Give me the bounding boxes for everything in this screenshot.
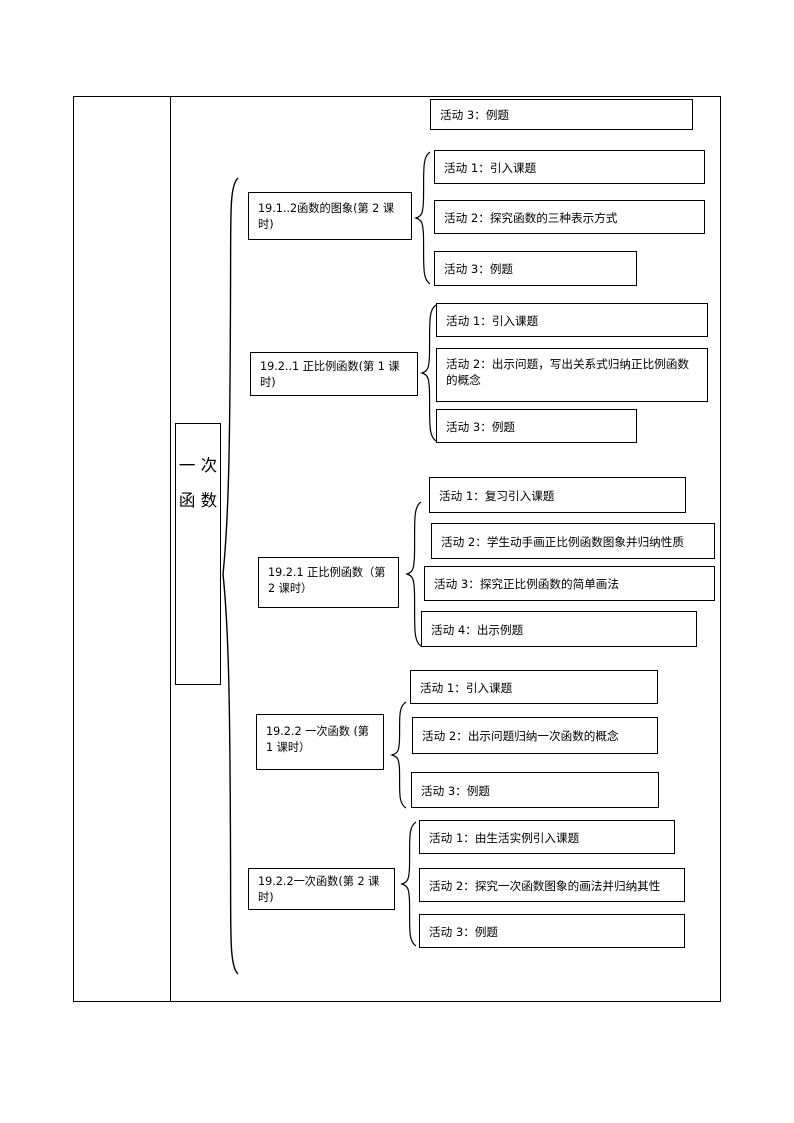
activity-label: 活动 1：引入课题 (444, 160, 537, 175)
main-grouping-brace (219, 176, 241, 976)
section-title-19-2-2-k1: 19.2.2 一次函数 (第 1 课时） (256, 714, 384, 770)
section-title-label: 19.2.1 正比例函数（第 2 课时） (268, 566, 390, 595)
activity-label: 活动 3：例题 (444, 262, 514, 276)
activity-box: 活动 1：引入课题 (410, 670, 658, 704)
activity-box: 活动 1：引入课题 (436, 303, 708, 337)
activity-box: 活动 3：例题 (411, 772, 659, 808)
activity-box: 活动 3：例题 (436, 409, 637, 443)
activity-label: 活动 1：引入课题 (420, 680, 513, 695)
activity-box: 活动 1：引入课题 (434, 150, 705, 184)
activity-box: 活动 2：探究一次函数图象的画法并归纳其性 (419, 868, 685, 902)
section-brace-19-2-1-k2 (404, 500, 424, 648)
section-title-19-2-1-k1: 19.2..1 正比例函数(第 1 课时) (250, 352, 418, 396)
vertical-title-box (175, 423, 221, 685)
outer-table-frame (73, 96, 721, 1002)
section-title-19-1-2: 19.1..2函数的图象(第 2 课时) (248, 192, 412, 240)
orphan-activity-label: 活动 3：例题 (440, 108, 510, 122)
outer-table-column-divider (170, 96, 171, 1002)
vertical-title-label: 一 次 函 数 (178, 456, 218, 510)
activity-box: 活动 2：探究函数的三种表示方式 (434, 200, 705, 234)
activity-box: 活动 3：例题 (419, 914, 685, 948)
activity-label: 活动 3：探究正比例函数的简单画法 (434, 577, 619, 591)
activity-box: 活动 2：出示问题归纳一次函数的概念 (412, 717, 658, 754)
activity-label: 活动 2：学生动手画正比例函数图象并归纳性质 (441, 534, 684, 549)
activity-label: 活动 1：引入课题 (446, 313, 539, 328)
orphan-activity-box: 活动 3：例题 (430, 99, 693, 130)
activity-label: 活动 2：出示问题，写出关系式归纳正比例函数的概念 (446, 357, 689, 387)
activity-box: 活动 1：由生活实例引入课题 (419, 820, 675, 854)
activity-label: 活动 3：例题 (421, 783, 491, 798)
section-title-label: 19.1..2函数的图象(第 2 课时) (258, 201, 395, 231)
activity-box: 活动 2：出示问题，写出关系式归纳正比例函数的概念 (436, 348, 708, 402)
activity-box: 活动 2：学生动手画正比例函数图象并归纳性质 (431, 523, 715, 559)
activity-label: 活动 4：出示例题 (431, 622, 524, 637)
activity-label: 活动 3：例题 (446, 419, 516, 434)
section-title-label: 19.2..1 正比例函数(第 1 课时) (260, 359, 400, 389)
section-title-label: 19.2.2 一次函数 (第 1 课时） (266, 725, 373, 754)
activity-label: 活动 2：探究函数的三种表示方式 (444, 210, 618, 225)
activity-box: 活动 1：复习引入课题 (429, 477, 686, 513)
activity-label: 活动 1：复习引入课题 (439, 488, 555, 503)
activity-box: 活动 4：出示例题 (421, 611, 697, 647)
section-brace-19-2-1-k1 (419, 303, 439, 443)
section-title-19-2-1-k2: 19.2.1 正比例函数（第 2 课时） (258, 557, 399, 608)
section-title-19-2-2-k2: 19.2.2一次函数(第 2 课时) (248, 868, 395, 910)
section-brace-19-2-2-k1 (389, 700, 409, 810)
activity-box: 活动 3：例题 (434, 251, 637, 286)
activity-label: 活动 2：出示问题归纳一次函数的概念 (422, 729, 619, 743)
activity-label: 活动 3：例题 (429, 924, 499, 939)
activity-box: 活动 3：探究正比例函数的简单画法 (424, 566, 715, 601)
section-brace-19-2-2-k2 (399, 820, 419, 948)
activity-label: 活动 2：探究一次函数图象的画法并归纳其性 (429, 878, 661, 893)
activity-label: 活动 1：由生活实例引入课题 (429, 830, 580, 845)
section-brace-19-1-2 (413, 150, 433, 286)
section-title-label: 19.2.2一次函数(第 2 课时) (258, 874, 380, 904)
